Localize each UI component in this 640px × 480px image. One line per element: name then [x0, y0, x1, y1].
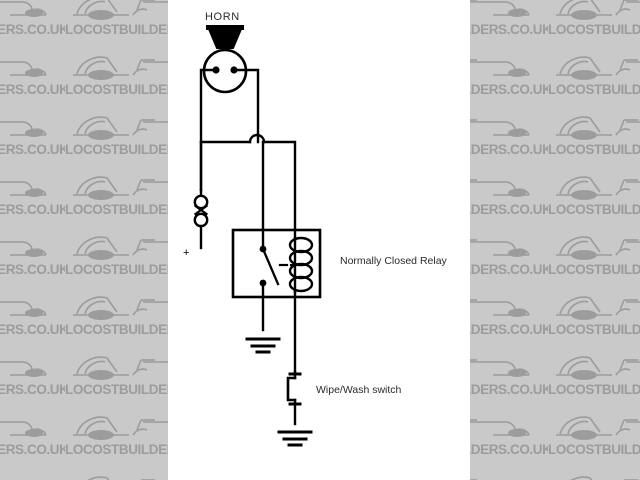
watermark-tile: LOCOSTBUILDERS.CO.UK [0, 166, 65, 226]
watermark-tile: LOCOSTBUILDERS.CO.UK [548, 346, 640, 406]
positive-terminal-label: + [183, 247, 190, 259]
horn-icon [202, 25, 248, 94]
watermark-tile: LOCOSTBUILDERS.CO.UK [548, 106, 640, 166]
horn-label: HORN [205, 11, 240, 23]
watermark-tile: LOCOSTBUILDERS.CO.UK [548, 406, 640, 466]
watermark-text: LOCOSTBUILDERS.CO.UK [0, 202, 65, 217]
watermark-text: LOCOSTBUILDERS.CO.UK [548, 442, 640, 457]
watermark-tile: LOCOSTBUILDERS.CO.UK [548, 46, 640, 106]
watermark-tile: LOCOSTBUILDERS.CO.UK [0, 46, 65, 106]
ground-symbol-switch [277, 430, 313, 447]
watermark-text: LOCOSTBUILDERS.CO.UK [548, 382, 640, 397]
relay-label: Normally Closed Relay [340, 255, 447, 267]
watermark-text: LOCOSTBUILDERS.CO.UK [0, 442, 65, 457]
watermark-text: LOCOSTBUILDERS.CO.UK [0, 22, 65, 37]
relay-coil-icon [288, 228, 314, 299]
wipe-wash-switch-icon [286, 370, 302, 426]
watermark-tile: LOCOSTBUILDERS.CO.UK [0, 346, 65, 406]
watermark-tile: LOCOSTBUILDERS.CO.UK [548, 226, 640, 286]
watermark-tile: LOCOSTBUILDERS.CO.UK [548, 286, 640, 346]
watermark-tile: LOCOSTBUILDERS.CO.UK [0, 466, 65, 480]
watermark-text: LOCOSTBUILDERS.CO.UK [548, 262, 640, 277]
watermark-text: LOCOSTBUILDERS.CO.UK [0, 322, 65, 337]
fuse-icon [193, 188, 209, 250]
watermark-tile: LOCOSTBUILDERS.CO.UK [0, 286, 65, 346]
watermark-text: LOCOSTBUILDERS.CO.UK [548, 82, 640, 97]
watermark-tile: LOCOSTBUILDERS.CO.UK [0, 406, 65, 466]
circuit-schematic [193, 25, 322, 447]
watermark-tile: LOCOSTBUILDERS.CO.UK [0, 106, 65, 166]
diagram-canvas: HORN Normally Closed Relay Wipe/Wash swi… [168, 0, 470, 480]
watermark-text: LOCOSTBUILDERS.CO.UK [0, 142, 65, 157]
wire-horn-right-branch [232, 68, 260, 144]
wipe-wash-switch-label: Wipe/Wash switch [316, 384, 402, 396]
ground-symbol-relay-contact [245, 337, 281, 354]
watermark-text: LOCOSTBUILDERS.CO.UK [0, 262, 65, 277]
watermark-text: LOCOSTBUILDERS.CO.UK [548, 202, 640, 217]
watermark-text: LOCOSTBUILDERS.CO.UK [548, 322, 640, 337]
relay-switch-contacts [259, 228, 280, 299]
watermark-tile: LOCOSTBUILDERS.CO.UK [548, 466, 640, 480]
watermark-text: LOCOSTBUILDERS.CO.UK [548, 142, 640, 157]
watermark-text: LOCOSTBUILDERS.CO.UK [548, 22, 640, 37]
watermark-tile: LOCOSTBUILDERS.CO.UK [0, 226, 65, 286]
watermark-tile: LOCOSTBUILDERS.CO.UK [548, 0, 640, 46]
watermark-tile: LOCOSTBUILDERS.CO.UK [548, 166, 640, 226]
wire-crossover-hop [199, 133, 297, 232]
watermark-text: LOCOSTBUILDERS.CO.UK [0, 382, 65, 397]
watermark-tile: LOCOSTBUILDERS.CO.UK [0, 0, 65, 46]
watermark-text: LOCOSTBUILDERS.CO.UK [0, 82, 65, 97]
watermark-tile: LOCOSTBUILDERS.CO.UK [65, 466, 226, 480]
